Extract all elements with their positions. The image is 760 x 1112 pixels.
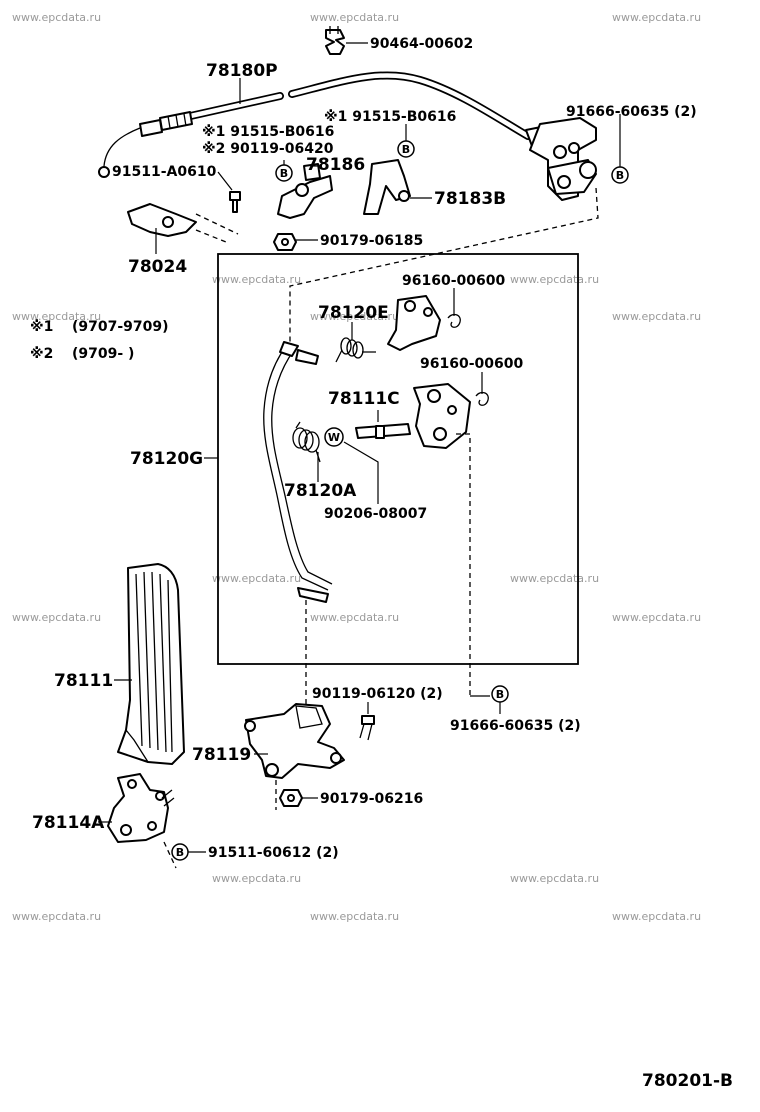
nut-90179-06216 [279,789,303,807]
bolt-mark-b: B [176,846,184,859]
subassembly-box [217,253,579,665]
note2-part-number: ※2 90119-06420 [202,141,334,157]
part-number-78183B: 78183B [434,189,506,209]
part-number-78111: 78111 [54,671,113,691]
clamp-78024 [127,203,197,237]
part-number-78111C: 78111C [328,389,400,409]
part-number-96160-00600-b: 96160-00600 [420,356,523,372]
watermark: www.epcdata.ru [612,310,701,323]
watermarks: www.epcdata.ru www.epcdata.ru www.epcdat… [12,11,701,923]
hinge-78114A [107,773,175,843]
shaft-78111C [355,423,411,439]
part-number-78120A: 78120A [284,481,357,501]
watermark: www.epcdata.ru [212,572,301,585]
watermark: www.epcdata.ru [310,11,399,24]
note1-part-number-right: ※1 91515-B0616 [324,109,456,125]
pivot-bracket-plate [413,383,471,449]
part-number-78186: 78186 [306,155,365,175]
bracket-78119 [244,703,345,779]
bolt-mark-b: B [402,143,410,156]
part-number-91511-A0610: 91511-A0610 [112,164,217,180]
watermark: www.epcdata.ru [12,910,101,923]
part-number-78114A: 78114A [32,813,105,833]
watermark: www.epcdata.ru [310,611,399,624]
part-number-96160-00600-a: 96160-00600 [402,273,505,289]
part-number-91666-60635-upper: 91666-60635 (2) [566,104,697,120]
bracket-upper-pivot [387,295,441,351]
watermark: www.epcdata.ru [12,611,101,624]
note-mark-1: ※1 [30,319,53,335]
note-mark-2: ※2 [30,346,53,362]
part-number-90179-06216: 90179-06216 [320,791,423,807]
spring-78120E [335,337,376,363]
part-number-78119: 78119 [192,745,251,765]
part-number-91511-60612: 91511-60612 (2) [208,845,339,861]
bracket-78186 [277,163,333,219]
spring-78120A [292,421,321,463]
diagram-code: 780201-B [642,1071,733,1091]
clip-part [325,26,345,55]
part-number-90179-06185: 90179-06185 [320,233,423,249]
note-range-2: (9709- ) [72,346,134,362]
bolt-91511-A0610 [229,191,241,213]
clip-96160-b [475,391,489,406]
bolt-mark-b: B [496,688,504,701]
part-number-78120E: 78120E [318,303,389,323]
note-range-1: (9707-9709) [72,319,169,335]
part-number-78180P: 78180P [206,61,278,81]
pedal-pad-78111 [117,563,185,765]
watermark: www.epcdata.ru [612,11,701,24]
pedal-lever-rod [263,341,333,603]
clip-96160-a [447,313,461,328]
watermark: www.epcdata.ru [212,872,301,885]
watermark: www.epcdata.ru [612,611,701,624]
part-number-90464-00602: 90464-00602 [370,36,473,52]
watermark: www.epcdata.ru [310,310,399,323]
watermark: www.epcdata.ru [212,273,301,286]
part-number-90206-08007: 90206-08007 [324,506,427,522]
part-number-91666-60635-lower: 91666-60635 (2) [450,718,581,734]
nut-90179-06185 [273,233,297,251]
part-number-78120G: 78120G [130,449,203,469]
bolt-mark-b: B [616,169,624,182]
bolt-90119 [359,715,375,741]
bracket-78183B [363,159,411,215]
note1-part-number: ※1 91515-B0616 [202,124,334,140]
watermark: www.epcdata.ru [12,11,101,24]
watermark: www.epcdata.ru [12,310,101,323]
watermark: www.epcdata.ru [612,910,701,923]
part-number-78024: 78024 [128,257,187,277]
watermark: www.epcdata.ru [510,572,599,585]
watermark: www.epcdata.ru [310,910,399,923]
watermark: www.epcdata.ru [510,872,599,885]
part-number-90119-06120: 90119-06120 (2) [312,686,443,702]
bolt-mark-b: B [280,167,288,180]
washer-mark-w: W [328,431,340,444]
cable-end-bracket [529,117,597,201]
watermark: www.epcdata.ru [510,273,599,286]
